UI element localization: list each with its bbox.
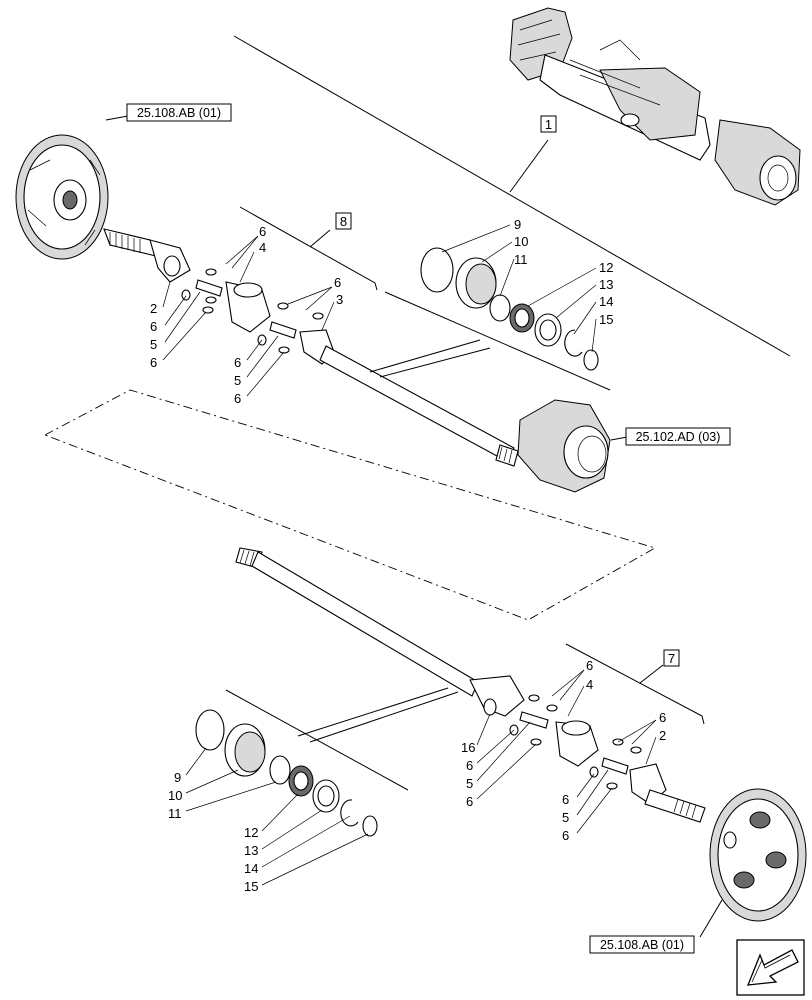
callout-label-l11: 11: [168, 806, 182, 821]
callout-label-l6a: 6: [586, 658, 593, 673]
callout-label-l13: 13: [244, 843, 258, 858]
callout-label-u10: 10: [514, 234, 528, 249]
box-label-7: 7: [663, 649, 680, 667]
callout-label-box_1: 1: [545, 117, 552, 132]
callout-label-u5b: 5: [234, 373, 241, 388]
lower-seal-stack: [195, 709, 378, 837]
callout-label-u14: 14: [599, 294, 613, 309]
callout-label-u6e: 6: [234, 355, 241, 370]
callout-label-u12: 12: [599, 260, 613, 275]
ref-box-bottom-right: 25.108.AB (01): [589, 935, 695, 954]
callout-label-l5a: 5: [466, 776, 473, 791]
next-page-arrow-icon[interactable]: [736, 939, 805, 996]
callout-label-l14: 14: [244, 861, 258, 876]
callout-label-l10: 10: [168, 788, 182, 803]
callout-label-u3: 3: [336, 292, 343, 307]
callout-label-ref_bottom_right: 25.108.AB (01): [600, 938, 684, 952]
callout-label-u6d: 6: [334, 275, 341, 290]
callout-label-l6e: 6: [562, 792, 569, 807]
callout-label-u6b: 6: [150, 319, 157, 334]
callout-label-l4: 4: [586, 677, 593, 692]
callout-label-u6a: 6: [259, 224, 266, 239]
callout-label-ref_mid_right: 25.102.AD (03): [636, 430, 721, 444]
callout-label-l15: 15: [244, 879, 258, 894]
upper-shaft-group: [103, 228, 519, 467]
callout-label-l2: 2: [659, 728, 666, 743]
callout-label-u15: 15: [599, 312, 613, 327]
callout-label-l9: 9: [174, 770, 181, 785]
callout-label-l5b: 5: [562, 810, 569, 825]
callout-label-u5a: 5: [150, 337, 157, 352]
box-label-1: 1: [540, 115, 557, 133]
callout-label-u4: 4: [259, 240, 266, 255]
upper-callouts: 6 4 2 6 5 6 6 3 6 5 6 9 10 11 12 13 14 1…: [150, 217, 613, 406]
differential-housing-mid-right: [517, 399, 611, 493]
ref-box-mid-right: 25.102.AD (03): [625, 427, 731, 446]
callout-label-u11: 11: [514, 252, 528, 267]
callout-label-u2: 2: [150, 301, 157, 316]
box-label-8: 8: [335, 212, 352, 230]
callout-label-l16: 16: [461, 740, 475, 755]
lower-shaft-group: [235, 547, 706, 823]
callout-label-l12: 12: [244, 825, 258, 840]
lower-callouts: 6 4 16 6 5 6 6 2 6 5 6 9 10 11 12 13 14 …: [168, 658, 666, 894]
callout-label-u13: 13: [599, 277, 613, 292]
dashdot-outline: [43, 389, 657, 621]
callout-label-u9: 9: [514, 217, 521, 232]
callout-label-box_8: 8: [340, 214, 347, 229]
hub-flange-top-left: [15, 134, 109, 260]
callout-label-ref_top_left: 25.108.AB (01): [137, 106, 221, 120]
hub-flange-bottom-right: [709, 788, 807, 922]
callout-label-l6f: 6: [562, 828, 569, 843]
callout-label-l6b: 6: [466, 758, 473, 773]
callout-label-l6d: 6: [659, 710, 666, 725]
axle-assembly-illustration: [233, 7, 801, 357]
callout-label-box_7: 7: [668, 651, 675, 666]
callout-label-u6c: 6: [150, 355, 157, 370]
upper-seal-stack: [420, 247, 599, 371]
callout-label-l6c: 6: [466, 794, 473, 809]
callout-label-u6f: 6: [234, 391, 241, 406]
ref-box-top-left: 25.108.AB (01): [126, 103, 232, 122]
